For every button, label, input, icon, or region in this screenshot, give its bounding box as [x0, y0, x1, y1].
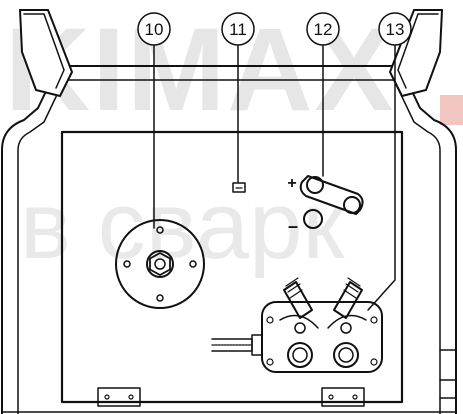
callout-13-label: 13	[386, 20, 405, 39]
callout-12-label: 12	[314, 20, 333, 39]
side-panel	[60, 130, 404, 404]
callout-12-circle	[306, 12, 340, 46]
spool-hub	[115, 219, 205, 309]
callout-10-label: 10	[145, 20, 164, 39]
plus-sign: +	[287, 175, 296, 192]
handle-right	[389, 9, 443, 97]
polarity-signs: + –	[287, 175, 298, 236]
callout-11-circle	[221, 12, 255, 46]
handle-left	[19, 9, 73, 97]
watermark-accent	[440, 95, 463, 125]
callout-10-circle	[137, 12, 171, 46]
minus-sign: –	[288, 216, 298, 236]
feet	[1, 387, 457, 413]
polarity-terminals	[299, 175, 364, 229]
callout-13-circle	[378, 12, 412, 46]
callout-labels: 10 11 12 13	[145, 20, 405, 39]
callout-bubbles	[137, 12, 412, 46]
wire-feeder	[211, 277, 383, 373]
leader-lines	[153, 45, 396, 311]
polarity-switch	[232, 182, 246, 193]
callout-11-label: 11	[229, 20, 247, 39]
